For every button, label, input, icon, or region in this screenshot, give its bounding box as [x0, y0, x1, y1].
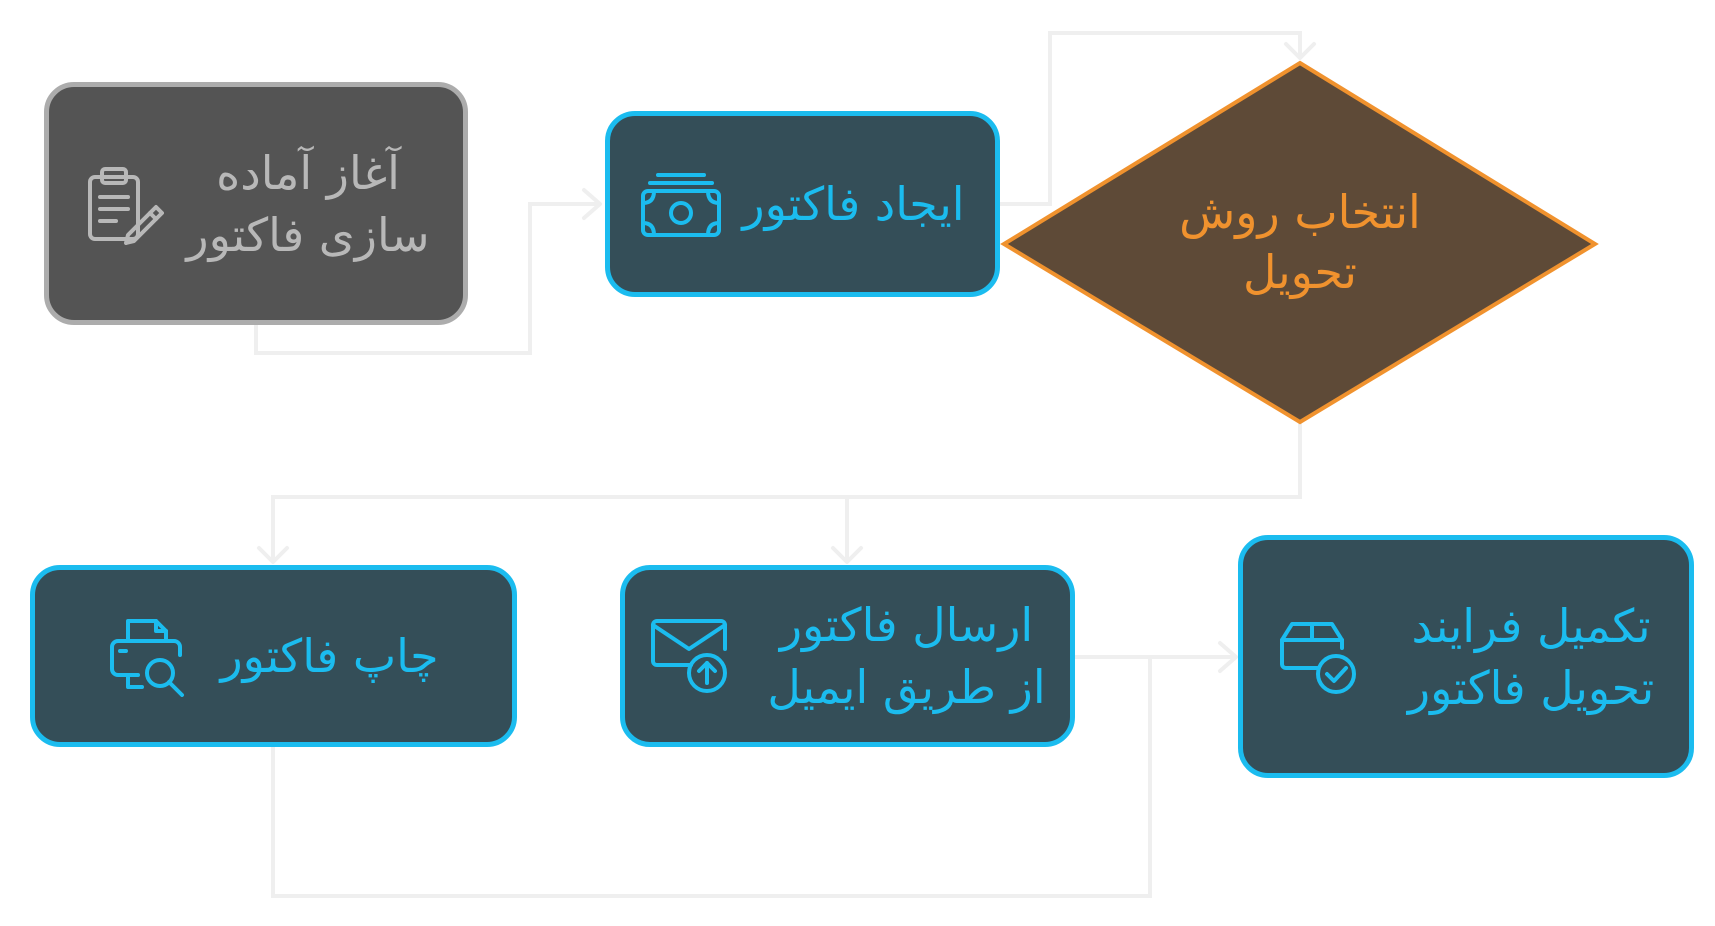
start-node-label: آغاز آماده سازی فاکتور	[186, 145, 430, 262]
email-invoice-label: ارسال فاکتور از طریق ایمیل	[767, 598, 1046, 714]
money-stack-icon	[640, 169, 722, 239]
print-invoice-node[interactable]: چاپ فاکتور	[30, 565, 517, 747]
print-invoice-label: چاپ فاکتور	[220, 629, 439, 683]
complete-delivery-node[interactable]: تکمیل فرایند تحویل فاکتور	[1238, 535, 1694, 778]
connector-create-to-decision	[994, 31, 1302, 206]
arrowhead-into-complete	[1218, 641, 1238, 673]
clipboard-edit-icon	[82, 163, 165, 245]
arrowhead-into-print	[257, 546, 289, 564]
start-node[interactable]: آغاز آماده سازی فاکتور	[44, 82, 468, 325]
connector-print-to-complete	[271, 657, 1152, 898]
complete-delivery-label: تکمیل فرایند تحویل فاکتور	[1407, 598, 1655, 715]
box-check-icon	[1278, 616, 1360, 698]
arrowhead-into-email	[831, 546, 863, 564]
connector-start-to-create	[254, 202, 600, 355]
choose-delivery-label: انتخاب روش تحویل	[1179, 185, 1421, 299]
decision-diamond	[1000, 60, 1599, 425]
create-invoice-label: ایجاد فاکتور	[742, 177, 965, 231]
arrowhead-into-decision	[1284, 42, 1316, 60]
connector-decision-branches	[271, 422, 1302, 562]
printer-search-icon	[108, 615, 190, 697]
arrowhead-into-create	[582, 188, 602, 220]
create-invoice-node[interactable]: ایجاد فاکتور	[605, 111, 1000, 297]
email-invoice-node[interactable]: ارسال فاکتور از طریق ایمیل	[620, 565, 1075, 747]
mail-upload-icon	[649, 615, 733, 697]
